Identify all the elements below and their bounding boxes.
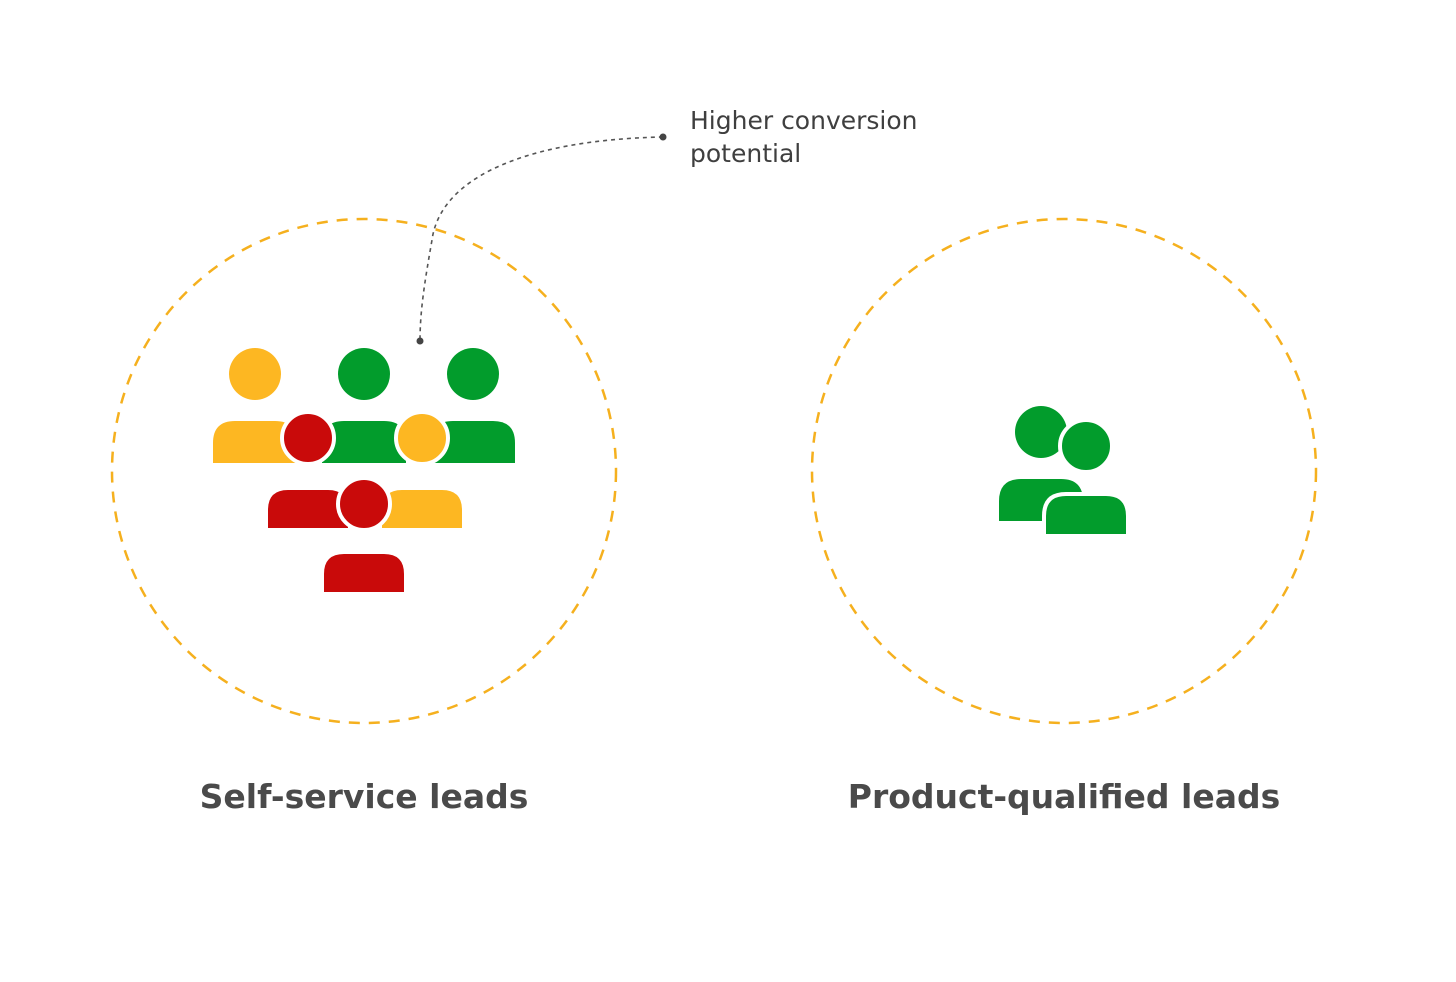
person-icon-head	[1058, 418, 1114, 474]
person-icon-head	[336, 476, 392, 532]
person-icon	[213, 348, 297, 463]
person-icon	[322, 348, 406, 463]
person-icon-body	[320, 550, 408, 596]
person-icon-body	[1042, 492, 1130, 538]
annotation-line-1: Higher conversion	[690, 106, 918, 135]
self-service-label: Self-service leads	[199, 777, 529, 816]
self-service-circle	[110, 217, 618, 725]
connector-end-dot	[416, 337, 424, 345]
people-group-1	[999, 406, 1130, 538]
person-icon-head	[280, 410, 336, 466]
conversion-annotation: Higher conversion potential	[690, 104, 950, 170]
person-icon-body	[431, 421, 515, 463]
person-icon-body	[213, 421, 297, 463]
person-icon-body	[378, 486, 466, 532]
person-icon-head	[394, 410, 450, 466]
connector-start-dot	[659, 133, 667, 141]
annotation-connector	[419, 136, 664, 342]
people-layer	[213, 348, 1130, 596]
person-icon	[431, 348, 515, 463]
person-icon	[320, 476, 408, 596]
person-icon-head	[447, 348, 499, 400]
person-icon	[1042, 418, 1130, 538]
people-group-0	[213, 348, 515, 596]
person-icon-head	[1015, 406, 1067, 458]
person-icon-body	[322, 421, 406, 463]
product-qualified-label: Product-qualified leads	[847, 777, 1281, 816]
annotation-line-2: potential	[690, 139, 802, 168]
person-icon-head	[229, 348, 281, 400]
product-qualified-circle	[810, 217, 1318, 725]
person-icon-head	[338, 348, 390, 400]
